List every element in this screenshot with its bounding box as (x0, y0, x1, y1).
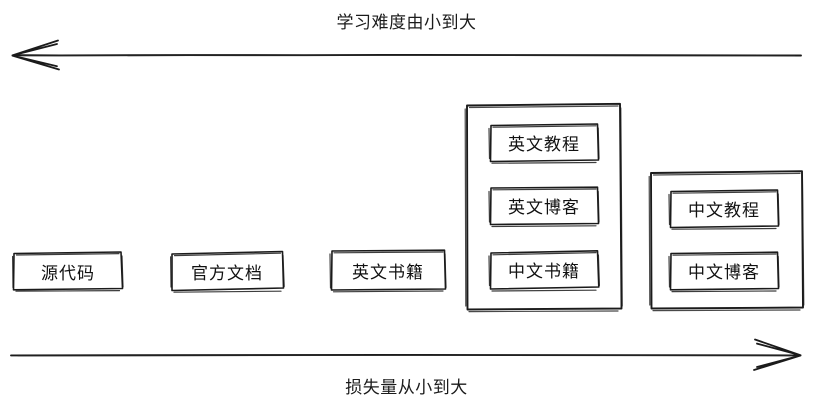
learning-difficulty-axis (11, 39, 802, 71)
node-english-books[interactable] (329, 249, 447, 293)
bottom-axis-arrowhead-right-icon (754, 338, 802, 357)
top-axis-label: 学习难度由小到大 (336, 13, 477, 32)
node-chinese-books[interactable] (488, 250, 600, 292)
bottom-axis-line-overdraw (17, 354, 793, 357)
node-source-code-box-overdraw (12, 253, 124, 292)
node-chinese-tutorials-box (669, 189, 780, 229)
information-loss-axis (10, 338, 802, 371)
top-axis-arrowhead-left-icon (11, 39, 59, 57)
node-official-docs-box (171, 250, 285, 292)
node-chinese-books-box (489, 250, 600, 290)
node-chinese-tutorials[interactable] (668, 189, 780, 230)
node-official-docs-box-overdraw (170, 252, 285, 293)
node-official-docs[interactable] (170, 250, 285, 293)
chinese-tutorials-group[interactable] (648, 170, 805, 312)
node-chinese-blogs-box-overdraw (668, 253, 780, 293)
node-english-blogs-box-overdraw (488, 188, 600, 228)
node-chinese-blogs[interactable] (668, 251, 780, 293)
english-tutorials-group[interactable] (464, 102, 623, 313)
chinese-tutorials-group-box-overdraw (648, 172, 805, 312)
node-english-tutorials[interactable] (488, 123, 600, 164)
top-axis-line-overdraw (21, 54, 796, 57)
node-english-books-box (330, 249, 447, 291)
english-tutorials-group-box-overdraw (464, 105, 623, 313)
node-english-books-box-overdraw (329, 251, 447, 293)
bottom-axis-arrowhead-right-icon-lower (753, 354, 802, 371)
node-source-code[interactable] (12, 251, 124, 292)
node-chinese-tutorials-box-overdraw (668, 191, 780, 230)
node-english-blogs-box (489, 186, 600, 226)
node-english-blogs[interactable] (488, 186, 600, 228)
node-english-tutorials-box-overdraw (488, 125, 600, 164)
top-axis-arrowhead-left-icon-lower (11, 54, 60, 71)
bottom-axis-label: 损失量从小到大 (345, 378, 468, 397)
node-source-code-box (12, 251, 124, 291)
node-chinese-books-box-overdraw (488, 252, 600, 292)
node-english-tutorials-box (489, 123, 600, 163)
node-chinese-blogs-box (669, 251, 780, 291)
